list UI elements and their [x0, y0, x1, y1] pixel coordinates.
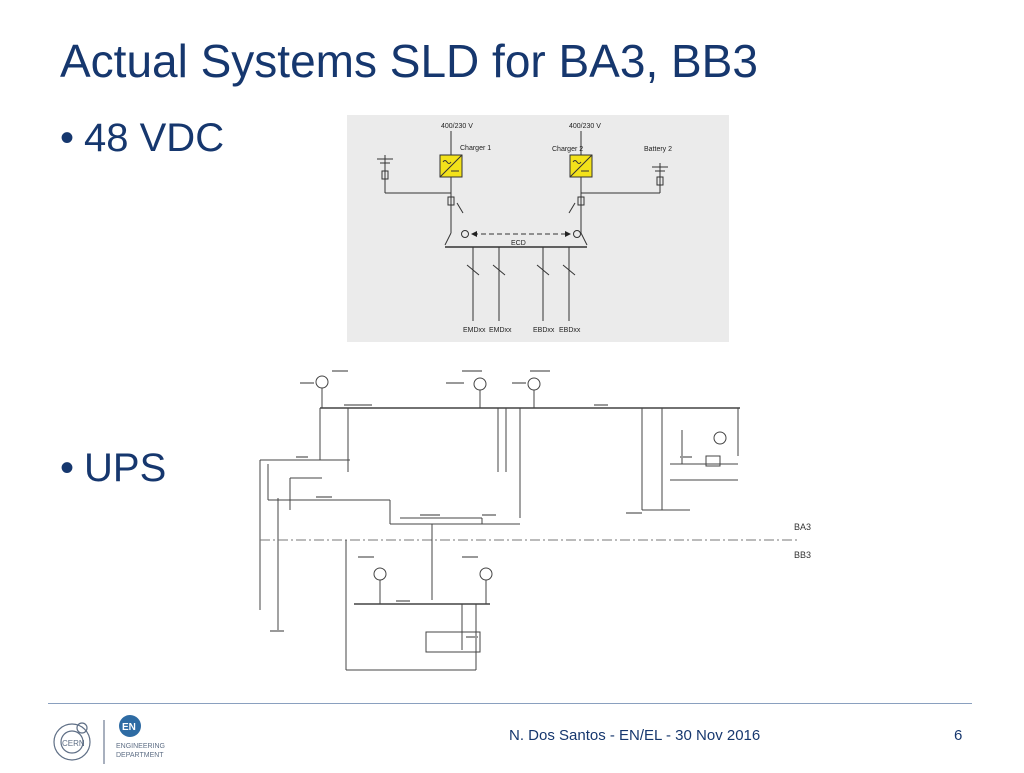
- transformer-2: [473, 377, 487, 391]
- cern-logo-text: CERN: [62, 739, 85, 748]
- charger2-fuse: [577, 196, 585, 206]
- charger2-label: Charger 2: [552, 146, 583, 153]
- bullet-marker: •: [60, 116, 75, 160]
- footer-text: N. Dos Santos - EN/EL - 30 Nov 2016: [509, 727, 761, 744]
- transformer-1: [315, 375, 329, 389]
- en-department-line2: DEPARTMENT: [116, 752, 164, 759]
- feeder-4-switch: [562, 264, 576, 276]
- ups-diagram: BA3 BB3: [250, 360, 840, 680]
- ups-lower-unit: [425, 631, 481, 653]
- battery2-label: Battery 2: [644, 146, 672, 153]
- transformer-5: [479, 567, 493, 581]
- interlock-arrow-right: [565, 231, 571, 237]
- footer-divider: [48, 703, 972, 704]
- feeder-2-switch: [492, 264, 506, 276]
- charger2-symbol: [569, 154, 593, 178]
- bullet-text: 48 VDC: [84, 116, 225, 160]
- bb3-label: BB3: [794, 550, 811, 560]
- ecd-label: ECD: [511, 240, 526, 247]
- supply-left-label: 400/230 V: [441, 123, 473, 130]
- charger1-symbol: [439, 154, 463, 178]
- ecd-motor-left: [461, 230, 469, 238]
- en-department-line1: ENGINEERING: [116, 743, 165, 750]
- output-label-3: EBDxx: [533, 327, 555, 334]
- battery2-fuse: [656, 176, 664, 186]
- interlock-arrow-left: [471, 231, 477, 237]
- slide-title: Actual Systems SLD for BA3, BB3: [60, 35, 758, 87]
- cern-logo: [53, 722, 91, 761]
- ba3-label: BA3: [794, 522, 811, 532]
- ecd-switch-right: [580, 232, 588, 246]
- feeder-3-switch: [536, 264, 550, 276]
- cern-en-logo: CERN EN ENGINEERING DEPARTMENT: [50, 712, 190, 773]
- bullet-text: UPS: [84, 446, 167, 490]
- bullet-marker: •: [60, 446, 75, 490]
- en-logo-circle: [119, 715, 141, 737]
- logo-svg: CERN EN ENGINEERING DEPARTMENT: [53, 715, 165, 764]
- bullet-ups: •UPS: [60, 448, 166, 488]
- output-label-2: EMDxx: [489, 327, 512, 334]
- output-label-4: EBDxx: [559, 327, 581, 334]
- ecd-motor-right: [573, 230, 581, 238]
- ups-svg: BA3 BB3: [259, 370, 811, 671]
- charger1-switch: [456, 202, 464, 214]
- bullet-48vdc: •48 VDC: [60, 118, 224, 158]
- sld-48vdc-diagram: 400/230 V 400/230 V Charger 1 Charger 2 …: [347, 115, 729, 342]
- output-label-1: EMDxx: [463, 327, 486, 334]
- charger1-fuse: [447, 196, 455, 206]
- ecd-switch-left: [444, 232, 452, 246]
- transformer-right: [713, 431, 727, 445]
- en-logo-text: EN: [122, 722, 136, 733]
- transformer-4: [373, 567, 387, 581]
- charger2-switch: [568, 202, 576, 214]
- page-number: 6: [954, 727, 963, 744]
- sld-48vdc-svg: 400/230 V 400/230 V Charger 1 Charger 2 …: [377, 123, 672, 334]
- feeder-1-switch: [466, 264, 480, 276]
- transformer-3: [527, 377, 541, 391]
- ups-unit-right: [705, 455, 721, 467]
- battery1-fuse: [381, 170, 389, 180]
- supply-right-label: 400/230 V: [569, 123, 601, 130]
- charger1-label: Charger 1: [460, 145, 491, 152]
